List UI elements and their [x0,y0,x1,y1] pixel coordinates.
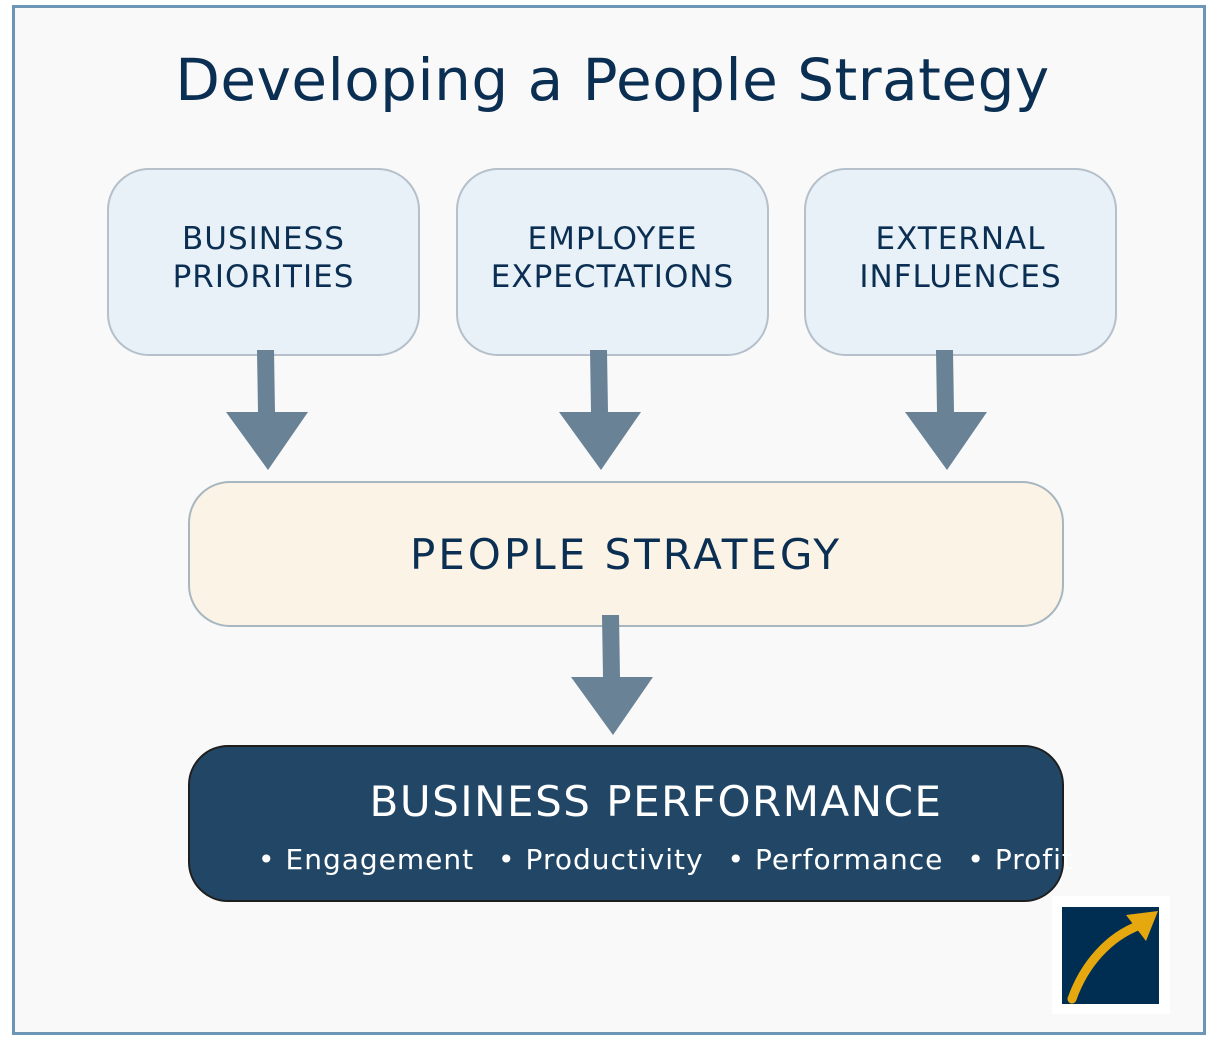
people-strategy-box: PEOPLE STRATEGY [188,481,1064,627]
metric-productivity: Productivity [525,843,704,876]
bullet-icon: • [258,843,276,876]
diagram-title: Developing a People Strategy [175,46,1050,114]
bullet-icon: • [498,843,516,876]
people-strategy-label: PEOPLE STRATEGY [409,529,843,579]
arrow-down-icon [226,350,308,470]
logo [1052,896,1170,1014]
rising-arrow-logo-icon [1062,907,1159,1004]
metric-performance: Performance [754,843,944,876]
business-performance-box: BUSINESS PERFORMANCE • Engagement • Produc… [188,745,1073,902]
arrow-down-icon [559,350,641,470]
input-box-external-influences: EXTERNAL INFLUENCES [804,168,1117,356]
input-label-line1: EXTERNAL [875,221,1046,257]
metric-engagement: Engagement [285,843,475,876]
diagram-frame: Developing a People Strategy BUSINESS PR… [12,5,1206,1035]
arrow-down-icon [905,350,987,470]
input-label-line1: BUSINESS [182,221,345,257]
performance-metrics: • Engagement • Productivity • Performance •… [258,843,1074,876]
input-label-line2: INFLUENCES [859,259,1062,295]
bullet-icon: • [967,843,985,876]
input-label-line1: EMPLOYEE [527,221,698,257]
arrow-down-icon [571,615,653,735]
bullet-icon: • [727,843,745,876]
business-performance-title: BUSINESS PERFORMANCE [369,777,943,826]
input-box-employee-expectations: EMPLOYEE EXPECTATIONS [456,168,769,356]
metric-profit: Profit [994,843,1074,876]
input-label-line2: EXPECTATIONS [490,259,735,295]
input-label-line2: PRIORITIES [172,259,355,295]
